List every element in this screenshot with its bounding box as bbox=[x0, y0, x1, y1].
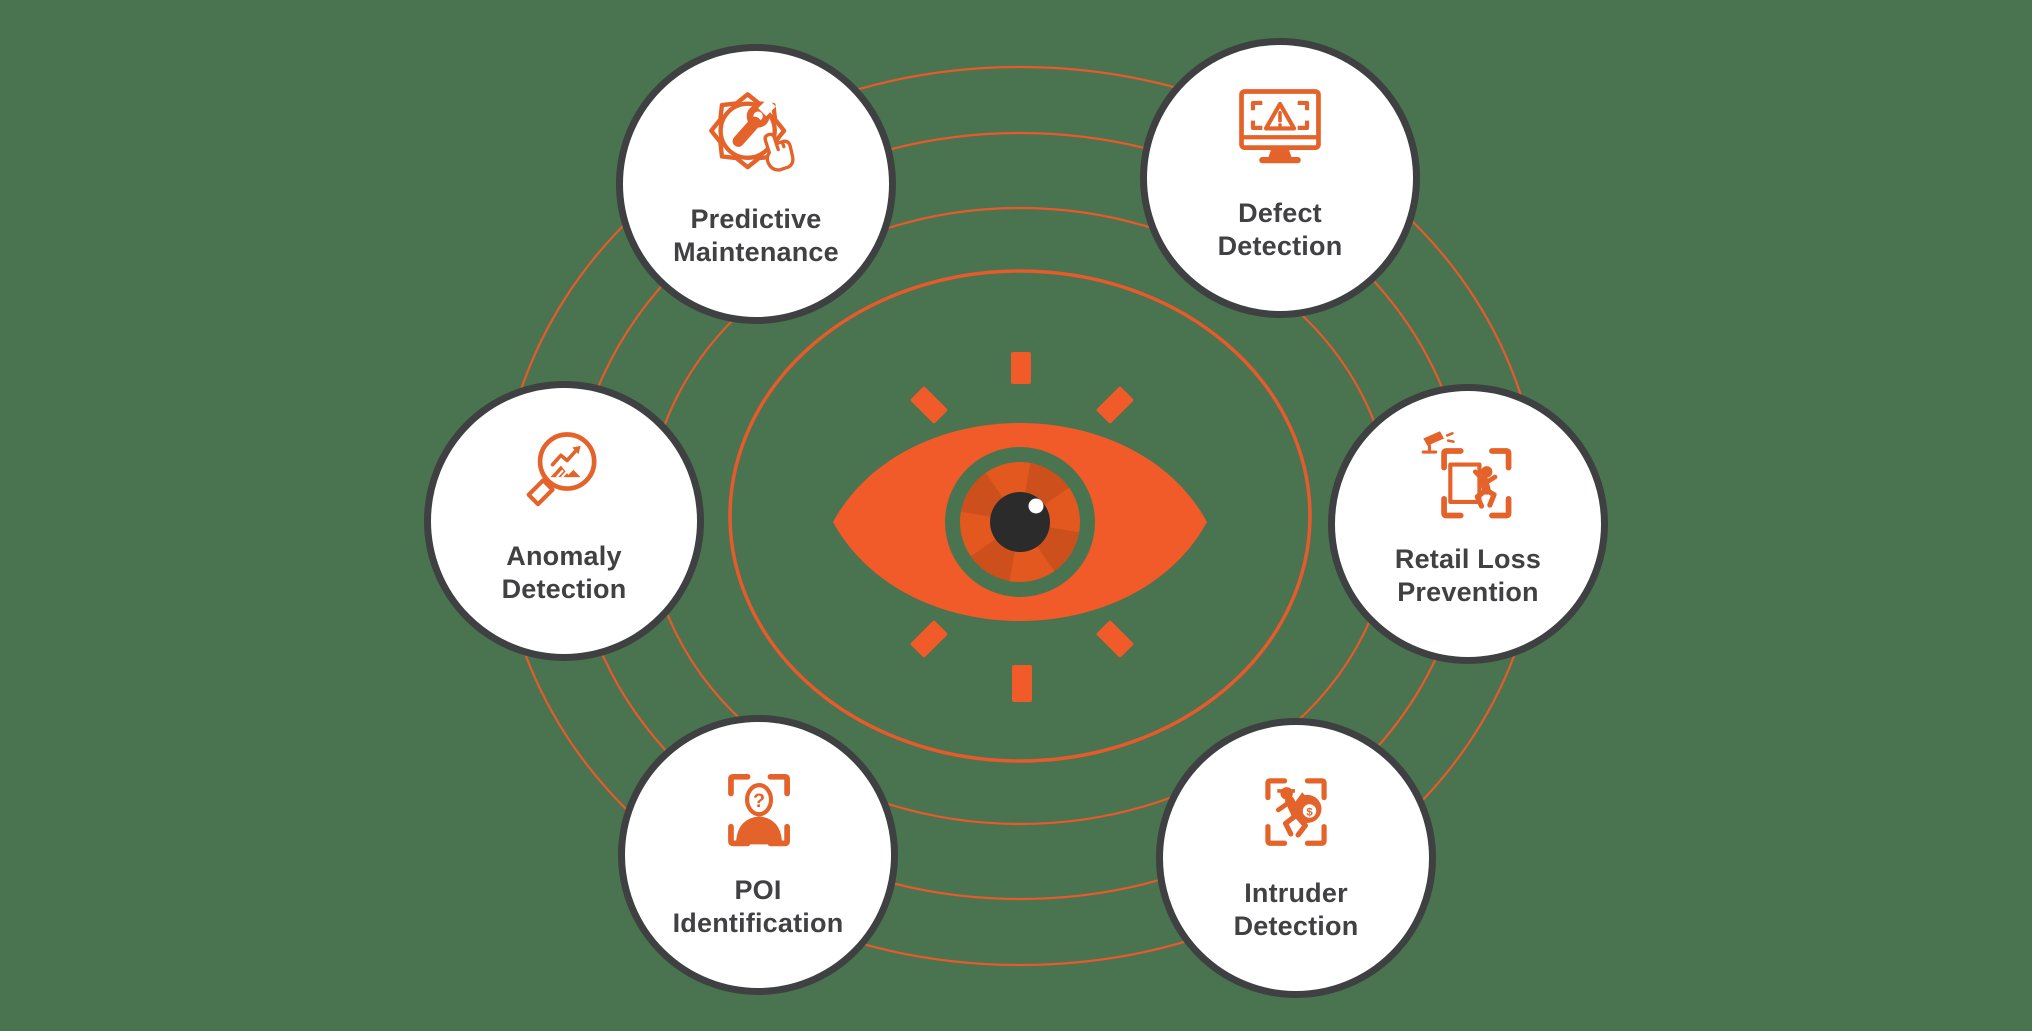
gear-wrench-hand-icon bbox=[704, 85, 808, 189]
eye-ray-bottom-right bbox=[1096, 620, 1134, 658]
label-line-2: Identification bbox=[672, 908, 844, 938]
label-line-1: Intruder bbox=[1244, 878, 1348, 908]
node-label: Intruder Detection bbox=[1234, 877, 1359, 943]
node-defect-detection: Defect Detection bbox=[1140, 38, 1420, 318]
node-label: Predictive Maintenance bbox=[673, 203, 839, 269]
node-predictive-maintenance: Predictive Maintenance bbox=[616, 44, 896, 324]
label-line-2: Maintenance bbox=[673, 237, 839, 267]
eye-ray-top bbox=[1011, 352, 1031, 384]
person-bust-glyph bbox=[736, 816, 782, 845]
monitor-warning-icon bbox=[1228, 79, 1332, 183]
eye-ray-top-left bbox=[910, 386, 948, 424]
label-line-1: Retail Loss bbox=[1394, 544, 1542, 574]
orbit-ring-inner bbox=[728, 269, 1312, 763]
label-line-1: Predictive bbox=[690, 204, 822, 234]
wrench-glyph bbox=[732, 98, 776, 147]
central-eye-icon bbox=[833, 352, 1207, 702]
label-line-1: POI bbox=[734, 875, 782, 905]
cctv-window-person-icon bbox=[1416, 425, 1520, 529]
burglar-money-bag-icon: $ bbox=[1244, 759, 1348, 863]
node-intruder-detection: $ Intruder Detection bbox=[1156, 718, 1436, 998]
eye-highlight bbox=[1028, 498, 1044, 514]
pointing-hand-glyph bbox=[763, 132, 795, 172]
node-label: Anomaly Detection bbox=[502, 540, 627, 606]
eye-ray-bottom-left bbox=[910, 620, 948, 658]
cctv-camera-glyph bbox=[1423, 431, 1445, 446]
node-label: Retail Loss Prevention bbox=[1395, 543, 1541, 609]
magnifier-chart-icon bbox=[512, 422, 616, 526]
label-line-2: Prevention bbox=[1397, 577, 1539, 607]
eye-ray-bottom bbox=[1012, 665, 1032, 702]
label-line-1: Anomaly bbox=[506, 541, 622, 571]
person-question-icon: ? bbox=[706, 756, 810, 860]
node-label: POI Identification bbox=[673, 874, 844, 940]
dollar-sign-glyph: $ bbox=[1306, 807, 1313, 819]
label-line-1: Defect bbox=[1238, 198, 1322, 228]
node-anomaly-detection: Anomaly Detection bbox=[424, 381, 704, 661]
label-line-2: Detection bbox=[1233, 911, 1359, 941]
eye-ray-top-right bbox=[1096, 386, 1134, 424]
node-label: Defect Detection bbox=[1218, 197, 1343, 263]
label-line-2: Detection bbox=[501, 574, 627, 604]
question-mark-glyph: ? bbox=[753, 790, 765, 812]
person-glyph bbox=[1481, 466, 1493, 478]
node-poi-identification: ? POI Identification bbox=[618, 715, 898, 995]
label-line-2: Detection bbox=[1217, 231, 1343, 261]
node-retail-loss-prevention: Retail Loss Prevention bbox=[1328, 384, 1608, 664]
